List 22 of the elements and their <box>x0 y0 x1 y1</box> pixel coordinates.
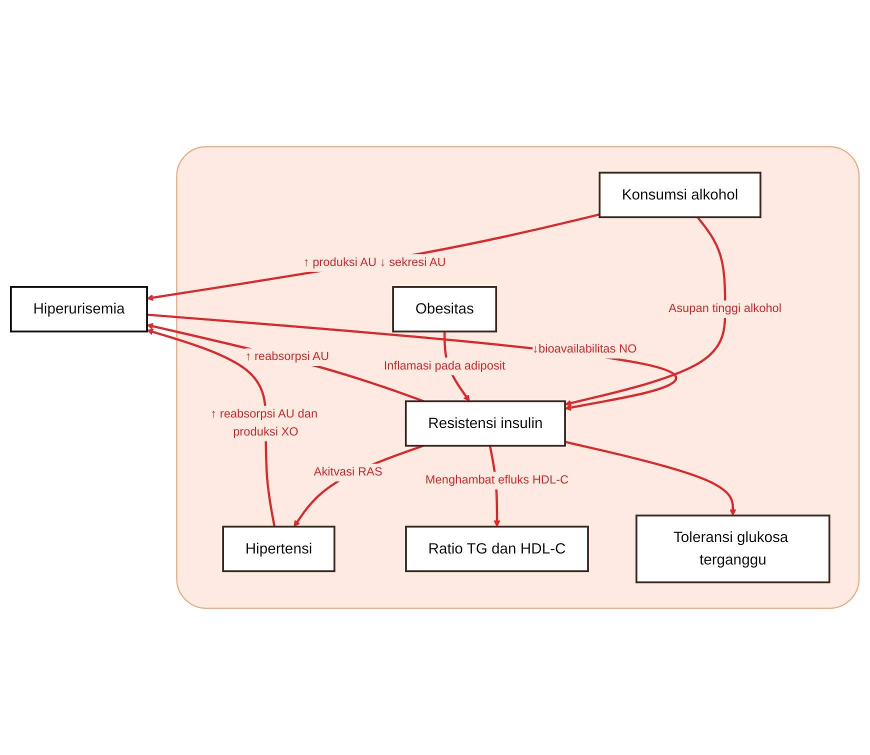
cluster <box>176 146 860 609</box>
arrow <box>146 213 600 301</box>
edge-label: Asupan tinggi alkohol <box>668 302 782 316</box>
node-box: Ratio TG dan HDL-C <box>405 526 589 572</box>
node-box: Hipertensi <box>222 526 336 572</box>
arrow <box>294 444 424 527</box>
edge-label: Inflamasi pada adiposit <box>384 360 506 372</box>
arrow <box>146 323 424 402</box>
edge-label: Akitvasi RAS <box>314 466 382 479</box>
node-box: Obesitas <box>392 286 498 332</box>
edge-label: ↑ reabsorpsi AU dan produksi XO <box>210 408 318 438</box>
node-box: Toleransi glukosa terganggu <box>636 514 830 584</box>
edge-label: ↑ produksi AU ↓ sekresi AU <box>303 256 446 269</box>
edge-label: ↑ reabsorpsi AU <box>245 350 330 364</box>
arrow <box>564 440 736 516</box>
edge-label: Menghambat efluks HDL-C <box>425 474 569 487</box>
node-box: Konsumsi alkohol <box>598 172 762 218</box>
node-box: Hiperurisemia <box>10 286 148 332</box>
edge-label: ↓bioavailabilitas NO <box>532 343 637 356</box>
arrow <box>146 314 677 411</box>
arrow <box>564 216 726 406</box>
node-box: Resistensi insulin <box>404 400 566 447</box>
